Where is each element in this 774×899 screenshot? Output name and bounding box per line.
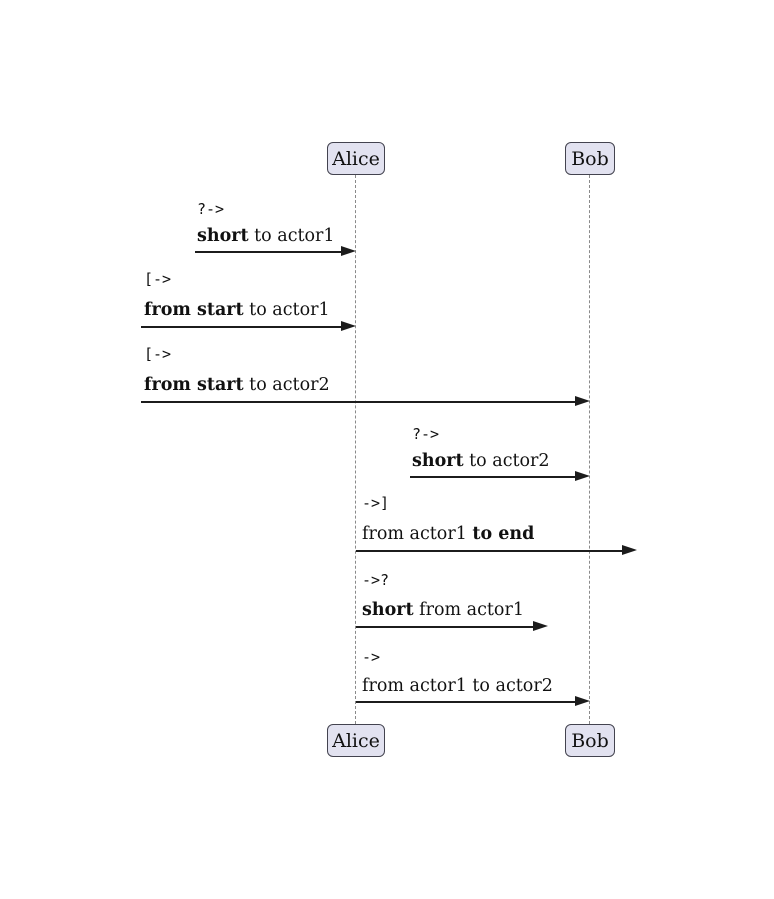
message-code: ?-> <box>412 425 440 443</box>
label-text-segment: from start <box>144 375 244 395</box>
actor-box-bob-top: Bob <box>565 142 615 175</box>
label-text-segment: to end <box>472 524 535 544</box>
actor-box-alice-bottom: Alice <box>327 724 385 757</box>
label-text-segment: to actor1 <box>243 300 330 320</box>
message-line <box>356 626 536 628</box>
message-label: short to actor2 <box>412 451 550 472</box>
actor-box-bob-bottom: Bob <box>565 724 615 757</box>
label-text-segment: short <box>197 226 249 246</box>
label-text-segment: to actor2 <box>243 375 330 395</box>
arrowhead-icon <box>341 321 356 331</box>
arrowhead-icon <box>575 396 590 406</box>
message-code: ->? <box>362 571 390 589</box>
message-line <box>410 476 578 478</box>
label-text-segment: to actor1 <box>248 226 335 246</box>
label-text-segment: from actor1 <box>362 524 473 544</box>
message-line <box>141 326 344 328</box>
message-label: from start to actor2 <box>144 375 330 396</box>
message-code: [-> <box>144 270 172 288</box>
message-line <box>141 401 578 403</box>
message-label: short to actor1 <box>197 226 335 247</box>
arrowhead-icon <box>341 246 356 256</box>
label-text-segment: from start <box>144 300 244 320</box>
message-code: -> <box>362 648 381 666</box>
label-text-segment: from actor1 to actor2 <box>362 676 553 696</box>
arrowhead-icon <box>575 696 590 706</box>
message-line <box>195 251 344 253</box>
message-code: ->] <box>362 494 390 512</box>
message-label: from actor1 to end <box>362 524 534 545</box>
message-code: [-> <box>144 345 172 363</box>
message-label: short from actor1 <box>362 600 524 621</box>
actor-box-alice-top: Alice <box>327 142 385 175</box>
message-line <box>356 550 625 552</box>
label-text-segment: short <box>412 451 464 471</box>
lifeline-alice <box>355 175 356 724</box>
label-text-segment: to actor2 <box>463 451 550 471</box>
label-text-segment: short <box>362 600 414 620</box>
lifeline-bob <box>589 175 590 724</box>
arrowhead-icon <box>533 621 548 631</box>
arrowhead-icon <box>622 545 637 555</box>
message-label: from actor1 to actor2 <box>362 676 553 697</box>
label-text-segment: from actor1 <box>413 600 524 620</box>
message-line <box>356 701 578 703</box>
message-label: from start to actor1 <box>144 300 330 321</box>
arrowhead-icon <box>575 471 590 481</box>
message-code: ?-> <box>197 200 225 218</box>
